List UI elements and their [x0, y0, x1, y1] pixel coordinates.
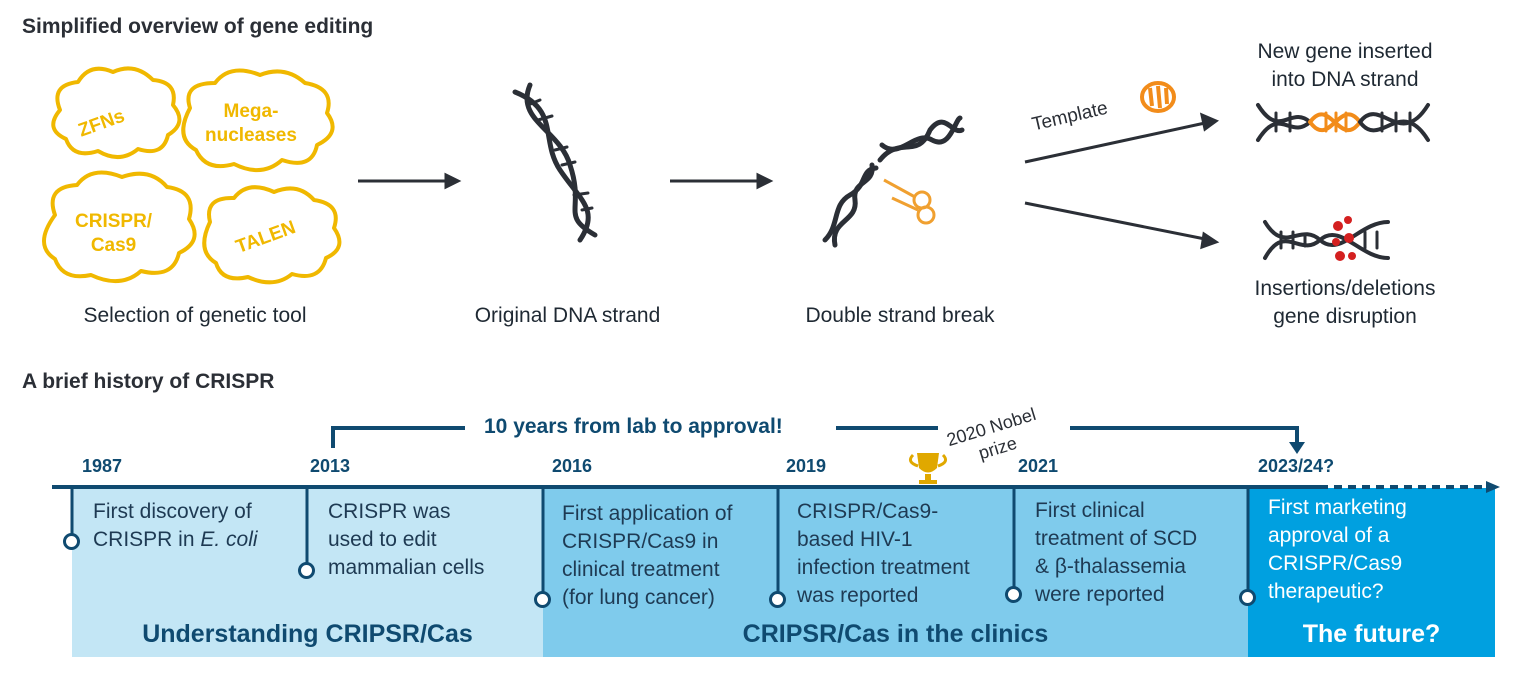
event-2023-24: First marketing approval of a CRISPR/Cas… — [1268, 496, 1407, 603]
phase-clinics-label: CRIPSR/Cas in the clinics — [742, 620, 1049, 648]
approval-banner: 10 years from lab to approval! — [478, 415, 789, 439]
event-2013: CRISPR was used to edit mammalian cells — [328, 500, 485, 579]
event-2021: First clinical treatment of SCD & β-thal… — [1035, 499, 1198, 606]
zfns-cloud — [51, 66, 182, 159]
outcome-insert-label: New gene inserted into DNA strand — [1257, 40, 1433, 91]
outcome-disrupt-label: Insertions/deletions gene disruption — [1254, 277, 1436, 328]
phase-future-label: The future? — [1302, 620, 1441, 648]
event-marker-2023 — [1239, 589, 1256, 606]
trophy-icon — [908, 453, 948, 484]
year-2016: 2016 — [552, 456, 593, 476]
step2-label: Original DNA strand — [474, 304, 661, 327]
history-title: A brief history of CRISPR — [22, 370, 275, 393]
step3-label: Double strand break — [805, 304, 995, 327]
talen-cloud — [202, 185, 342, 285]
event-2016: First application of CRISPR/Cas9 in clin… — [562, 502, 733, 609]
overview-title: Simplified overview of gene editing — [22, 15, 374, 38]
event-marker-1987 — [63, 533, 80, 550]
year-2013: 2013 — [310, 456, 351, 476]
event-marker-2021 — [1005, 586, 1022, 603]
scissors-icon — [883, 178, 936, 225]
tool-crispr-cas9: CRISPR/ Cas9 — [75, 211, 153, 256]
bracket-arrowhead — [1289, 442, 1305, 454]
event-marker-2013 — [298, 562, 315, 579]
step1-label: Selection of genetic tool — [83, 304, 307, 327]
original-dna-icon — [512, 82, 598, 243]
crispr-cas9-cloud — [42, 170, 197, 283]
year-1987: 1987 — [82, 456, 123, 476]
phase-clinics-band — [543, 488, 1248, 657]
phase-understanding-label: Understanding CRIPSR/Cas — [142, 620, 473, 648]
event-marker-2016 — [534, 591, 551, 608]
event-1987: First discovery of CRISPR in E. coli — [93, 500, 258, 551]
template-dna-icon — [1140, 81, 1176, 113]
year-2021: 2021 — [1018, 456, 1059, 476]
phase-future-band — [1248, 488, 1495, 657]
disrupted-dna-icon — [1263, 216, 1390, 261]
year-2019: 2019 — [786, 456, 827, 476]
meganucleases-cloud — [181, 68, 335, 172]
inserted-dna-icon — [1256, 103, 1430, 142]
event-2019: CRISPR/Cas9- based HIV-1 infection treat… — [797, 500, 970, 607]
year-2023-24: 2023/24? — [1258, 456, 1335, 476]
broken-dna-icon — [822, 115, 965, 248]
tool-meganucleases: Mega- nucleases — [205, 101, 297, 146]
event-marker-2019 — [769, 591, 786, 608]
